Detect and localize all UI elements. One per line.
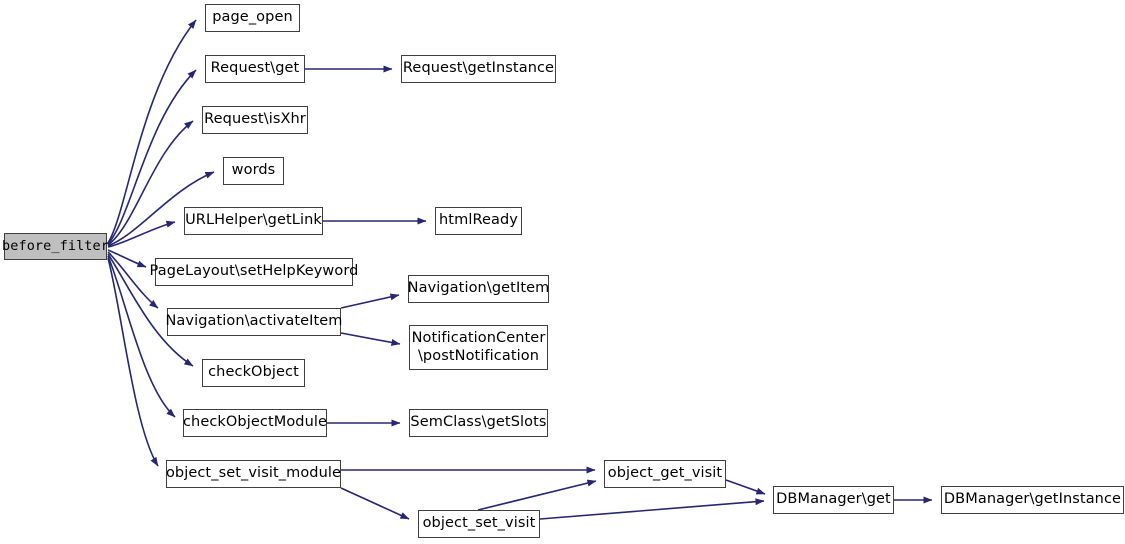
graph-node-dbmanager-get[interactable]: DBManager\get (773, 486, 894, 514)
call-edge (107, 19, 197, 244)
call-edge (107, 69, 197, 245)
call-edge (107, 220, 176, 248)
graph-node-words[interactable]: words (223, 157, 284, 185)
graph-node-object-set-visit-module[interactable]: object_set_visit_module (166, 460, 341, 488)
call-edge (107, 251, 159, 309)
graph-node-request-get[interactable]: Request\get (205, 55, 305, 83)
graph-node-urlhelper-getlink[interactable]: URLHelper\getLink (184, 207, 323, 235)
graph-node-checkobject[interactable]: checkObject (202, 359, 305, 387)
graph-node-semclass-getslots[interactable]: SemClass\getSlots (409, 409, 548, 437)
call-edge (539, 498, 765, 520)
call-edge (107, 249, 147, 268)
graph-node-notificationcenter-post[interactable]: NotificationCenter \postNotification (409, 325, 548, 370)
graph-node-request-isxhr[interactable]: Request\isXhr (202, 106, 308, 134)
graph-node-htmlready[interactable]: htmlReady (435, 207, 522, 235)
graph-node-navigation-getitem[interactable]: Navigation\getItem (408, 275, 549, 303)
call-edge (340, 487, 410, 520)
call-edge (107, 257, 159, 467)
graph-node-checkobjectmodule[interactable]: checkObjectModule (183, 409, 327, 437)
call-edge (725, 479, 766, 495)
graph-node-object-set-visit[interactable]: object_set_visit (418, 510, 540, 538)
call-edge (107, 120, 194, 246)
graph-node-object-get-visit[interactable]: object_get_visit (604, 460, 726, 488)
call-edge (340, 293, 400, 309)
call-edge (477, 479, 597, 511)
graph-node-before-filter[interactable]: before_filter (2, 233, 109, 260)
call-edge (340, 332, 401, 346)
graph-node-request-getinstance[interactable]: Request\getInstance (401, 55, 556, 83)
graph-node-dbmanager-getinstance[interactable]: DBManager\getInstance (941, 486, 1124, 514)
graph-node-pagelayout-sethelpkeyword[interactable]: PageLayout\setHelpKeyword (150, 258, 358, 286)
graph-node-navigation-activateitem[interactable]: Navigation\activateItem (165, 308, 342, 336)
graph-node-page-open[interactable]: page_open (205, 4, 300, 32)
